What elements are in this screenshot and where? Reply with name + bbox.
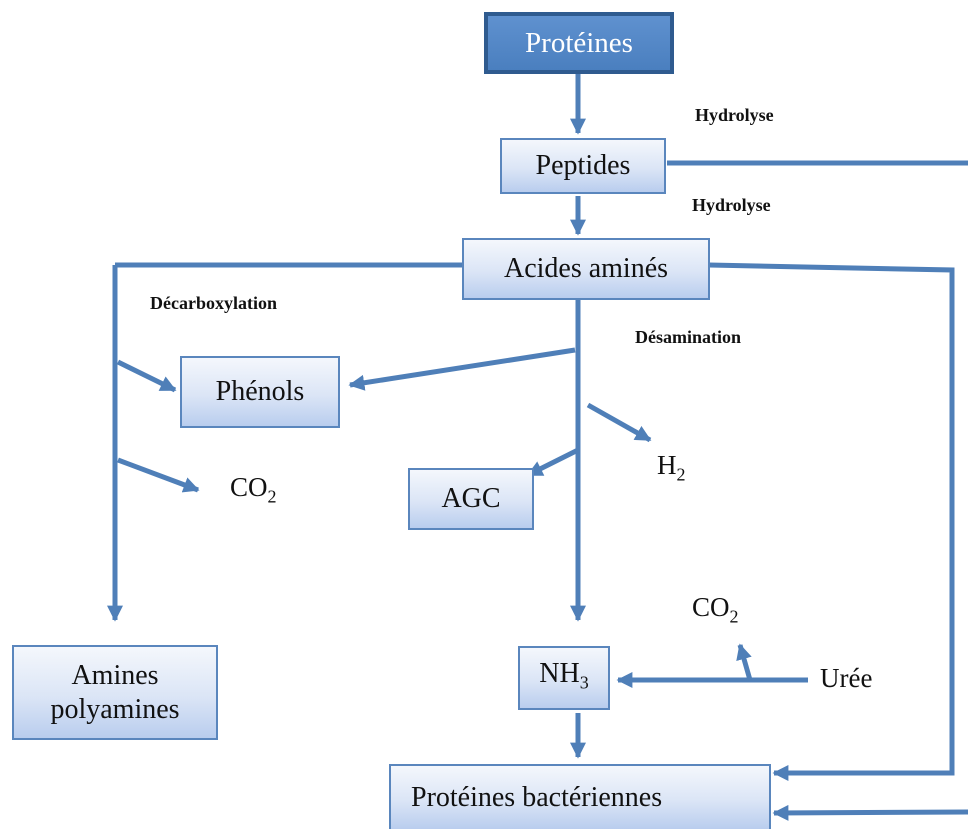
proteines-bacteriennes-box: Protéines bactériennes bbox=[389, 764, 771, 829]
arrow-to-co2-right bbox=[736, 643, 753, 681]
agc-box: AGC bbox=[408, 468, 534, 530]
hydrolyse-label-1: Hydrolyse bbox=[695, 105, 774, 125]
arrow-to-phenols-right bbox=[348, 347, 576, 391]
amines-polyamines-box: Amines polyamines bbox=[12, 645, 218, 740]
arrow-to-co2-left bbox=[117, 457, 200, 493]
decarboxylation-label: Décarboxylation bbox=[150, 293, 277, 313]
arrow-to-phenols-left bbox=[116, 359, 177, 393]
arrow-to-h2 bbox=[586, 402, 652, 443]
proteines-bacteriennes-label: Protéines bactériennes bbox=[411, 781, 663, 813]
hydrolyse-label-2: Hydrolyse bbox=[692, 195, 771, 215]
nh3-text: NH3 bbox=[539, 657, 589, 693]
polyamines-label: polyamines bbox=[50, 693, 180, 725]
acides-to-bacteriennes-line bbox=[708, 262, 955, 782]
peptides-to-bacteriennes-arrow bbox=[772, 804, 968, 821]
phenols-box: Phénols bbox=[180, 356, 340, 428]
co2-right-label: CO2 bbox=[692, 592, 739, 627]
proteines-box: Protéines bbox=[484, 12, 674, 74]
amines-label: Amines bbox=[71, 659, 159, 691]
arrow-to-agc bbox=[526, 447, 580, 478]
h2-label: H2 bbox=[657, 450, 686, 485]
desamination-label: Désamination bbox=[635, 327, 742, 347]
uree-label: Urée bbox=[820, 663, 873, 693]
peptides-box: Peptides bbox=[500, 138, 666, 194]
nh3-box: NH3 bbox=[518, 646, 610, 710]
co2-left-label: CO2 bbox=[230, 472, 277, 507]
acides-amines-box: Acides aminés bbox=[462, 238, 710, 300]
